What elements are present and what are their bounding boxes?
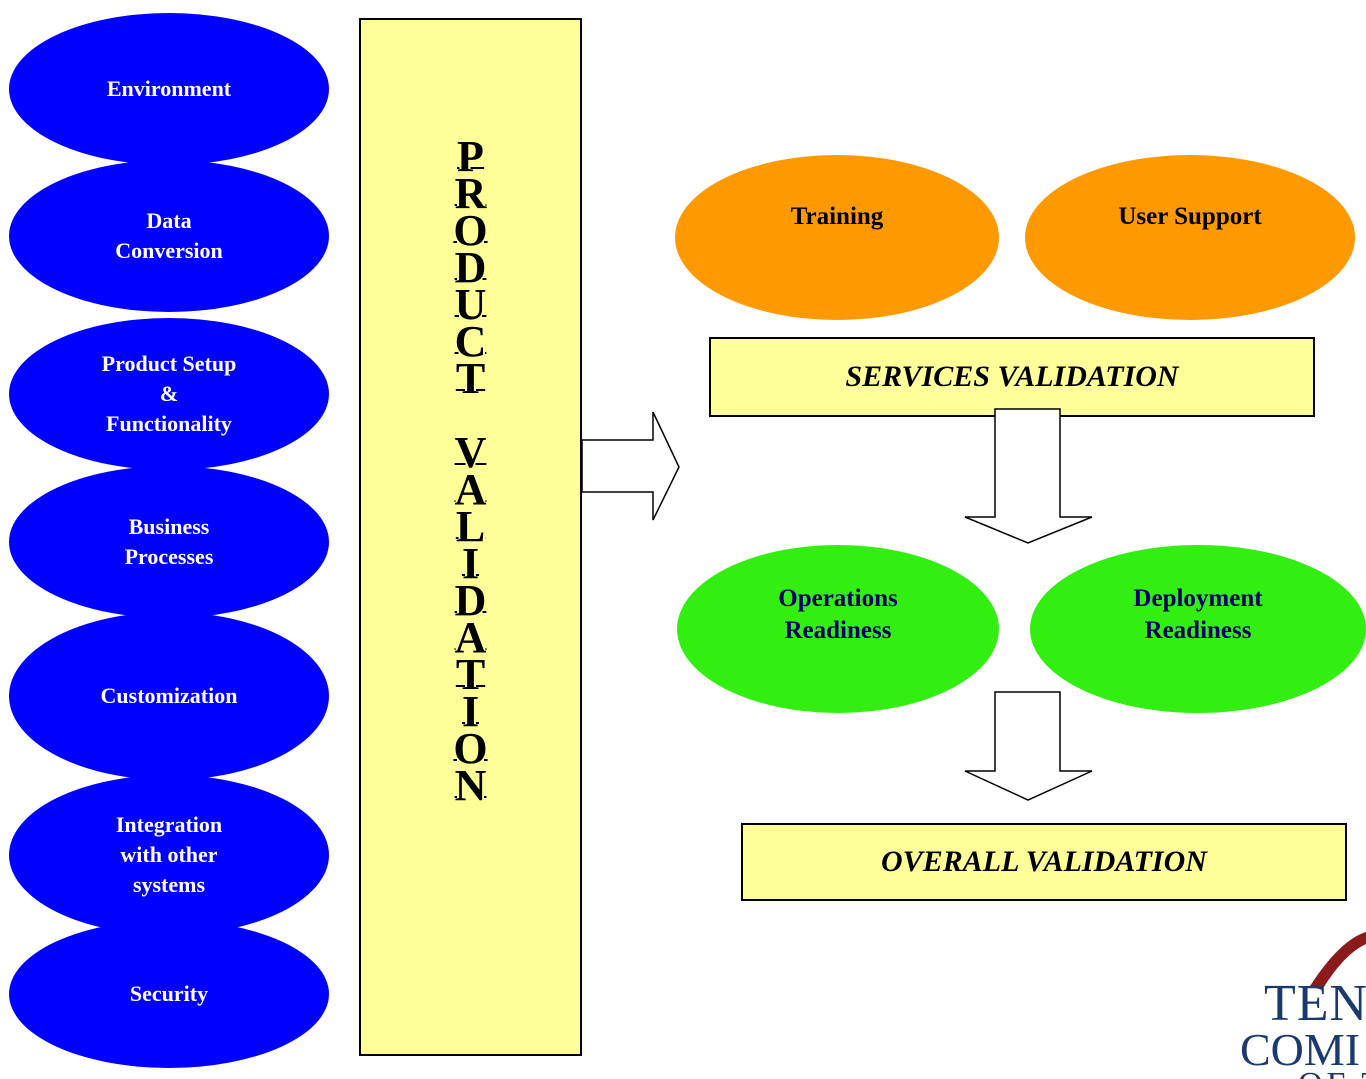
topic-business-processes: Business Processes (9, 466, 329, 618)
readiness-operations: Operations Readiness (677, 545, 999, 713)
logo-roof-icon (1310, 932, 1366, 990)
down-arrow-icon (964, 691, 1093, 801)
topic-security: Security (9, 920, 329, 1068)
readiness-label: Operations Readiness (778, 584, 898, 645)
vertical-letter: U (454, 280, 487, 329)
service-user-support: User Support (1025, 155, 1355, 320)
topic-data-conversion: Data Conversion (9, 160, 329, 312)
topic-label: Product Setup & Functionality (101, 351, 237, 436)
vertical-letter: I (461, 539, 480, 588)
vertical-letter: P (457, 132, 484, 181)
organization-logo: TEN COMI OF T (1200, 930, 1366, 1079)
topic-label: Security (129, 981, 209, 1007)
service-label: Training (790, 203, 884, 231)
services-validation-label: SERVICES VALIDATION (845, 360, 1179, 393)
logo-line-1: TEN (1264, 975, 1366, 1032)
overall-validation-label: OVERALL VALIDATION (881, 845, 1207, 878)
overall-validation-box: OVERALL VALIDATION (741, 823, 1347, 901)
vertical-letter: I (461, 687, 480, 736)
vertical-letter: O (453, 724, 488, 773)
vertical-letter: C (454, 317, 487, 366)
vertical-letter: D (454, 576, 487, 625)
topic-label: Integration with other systems (115, 812, 223, 897)
topic-product-setup: Product Setup & Functionality (9, 318, 329, 470)
vertical-letter: R (454, 169, 487, 218)
logo-line-3: OF T (1298, 1066, 1366, 1079)
readiness-deployment: Deployment Readiness (1030, 545, 1366, 713)
services-validation-box: SERVICES VALIDATION (709, 337, 1315, 417)
logo-line-2: COMI (1240, 1024, 1361, 1075)
service-training: Training (675, 155, 999, 320)
vertical-letter: A (454, 613, 487, 662)
right-arrow-icon (581, 411, 680, 521)
vertical-letter: T (455, 650, 486, 699)
topic-label: Environment (106, 76, 232, 102)
topic-customization: Customization (9, 612, 329, 780)
vertical-letter: A (454, 465, 487, 514)
vertical-letter: T (455, 354, 486, 403)
service-label: User Support (1118, 203, 1262, 231)
topic-integration: Integration with other systems (9, 775, 329, 935)
topic-environment: Environment (9, 13, 329, 165)
topic-label: Business Processes (124, 514, 214, 569)
vertical-letter: L (455, 502, 486, 551)
vertical-letter: O (453, 206, 488, 255)
vertical-letter: D (454, 243, 487, 292)
vertical-letter: V (454, 428, 487, 477)
vertical-letter: N (454, 761, 487, 810)
down-arrow-icon (964, 408, 1093, 544)
topic-label: Data Conversion (115, 208, 223, 263)
readiness-label: Deployment Readiness (1133, 584, 1263, 645)
topic-label: Customization (100, 683, 238, 709)
